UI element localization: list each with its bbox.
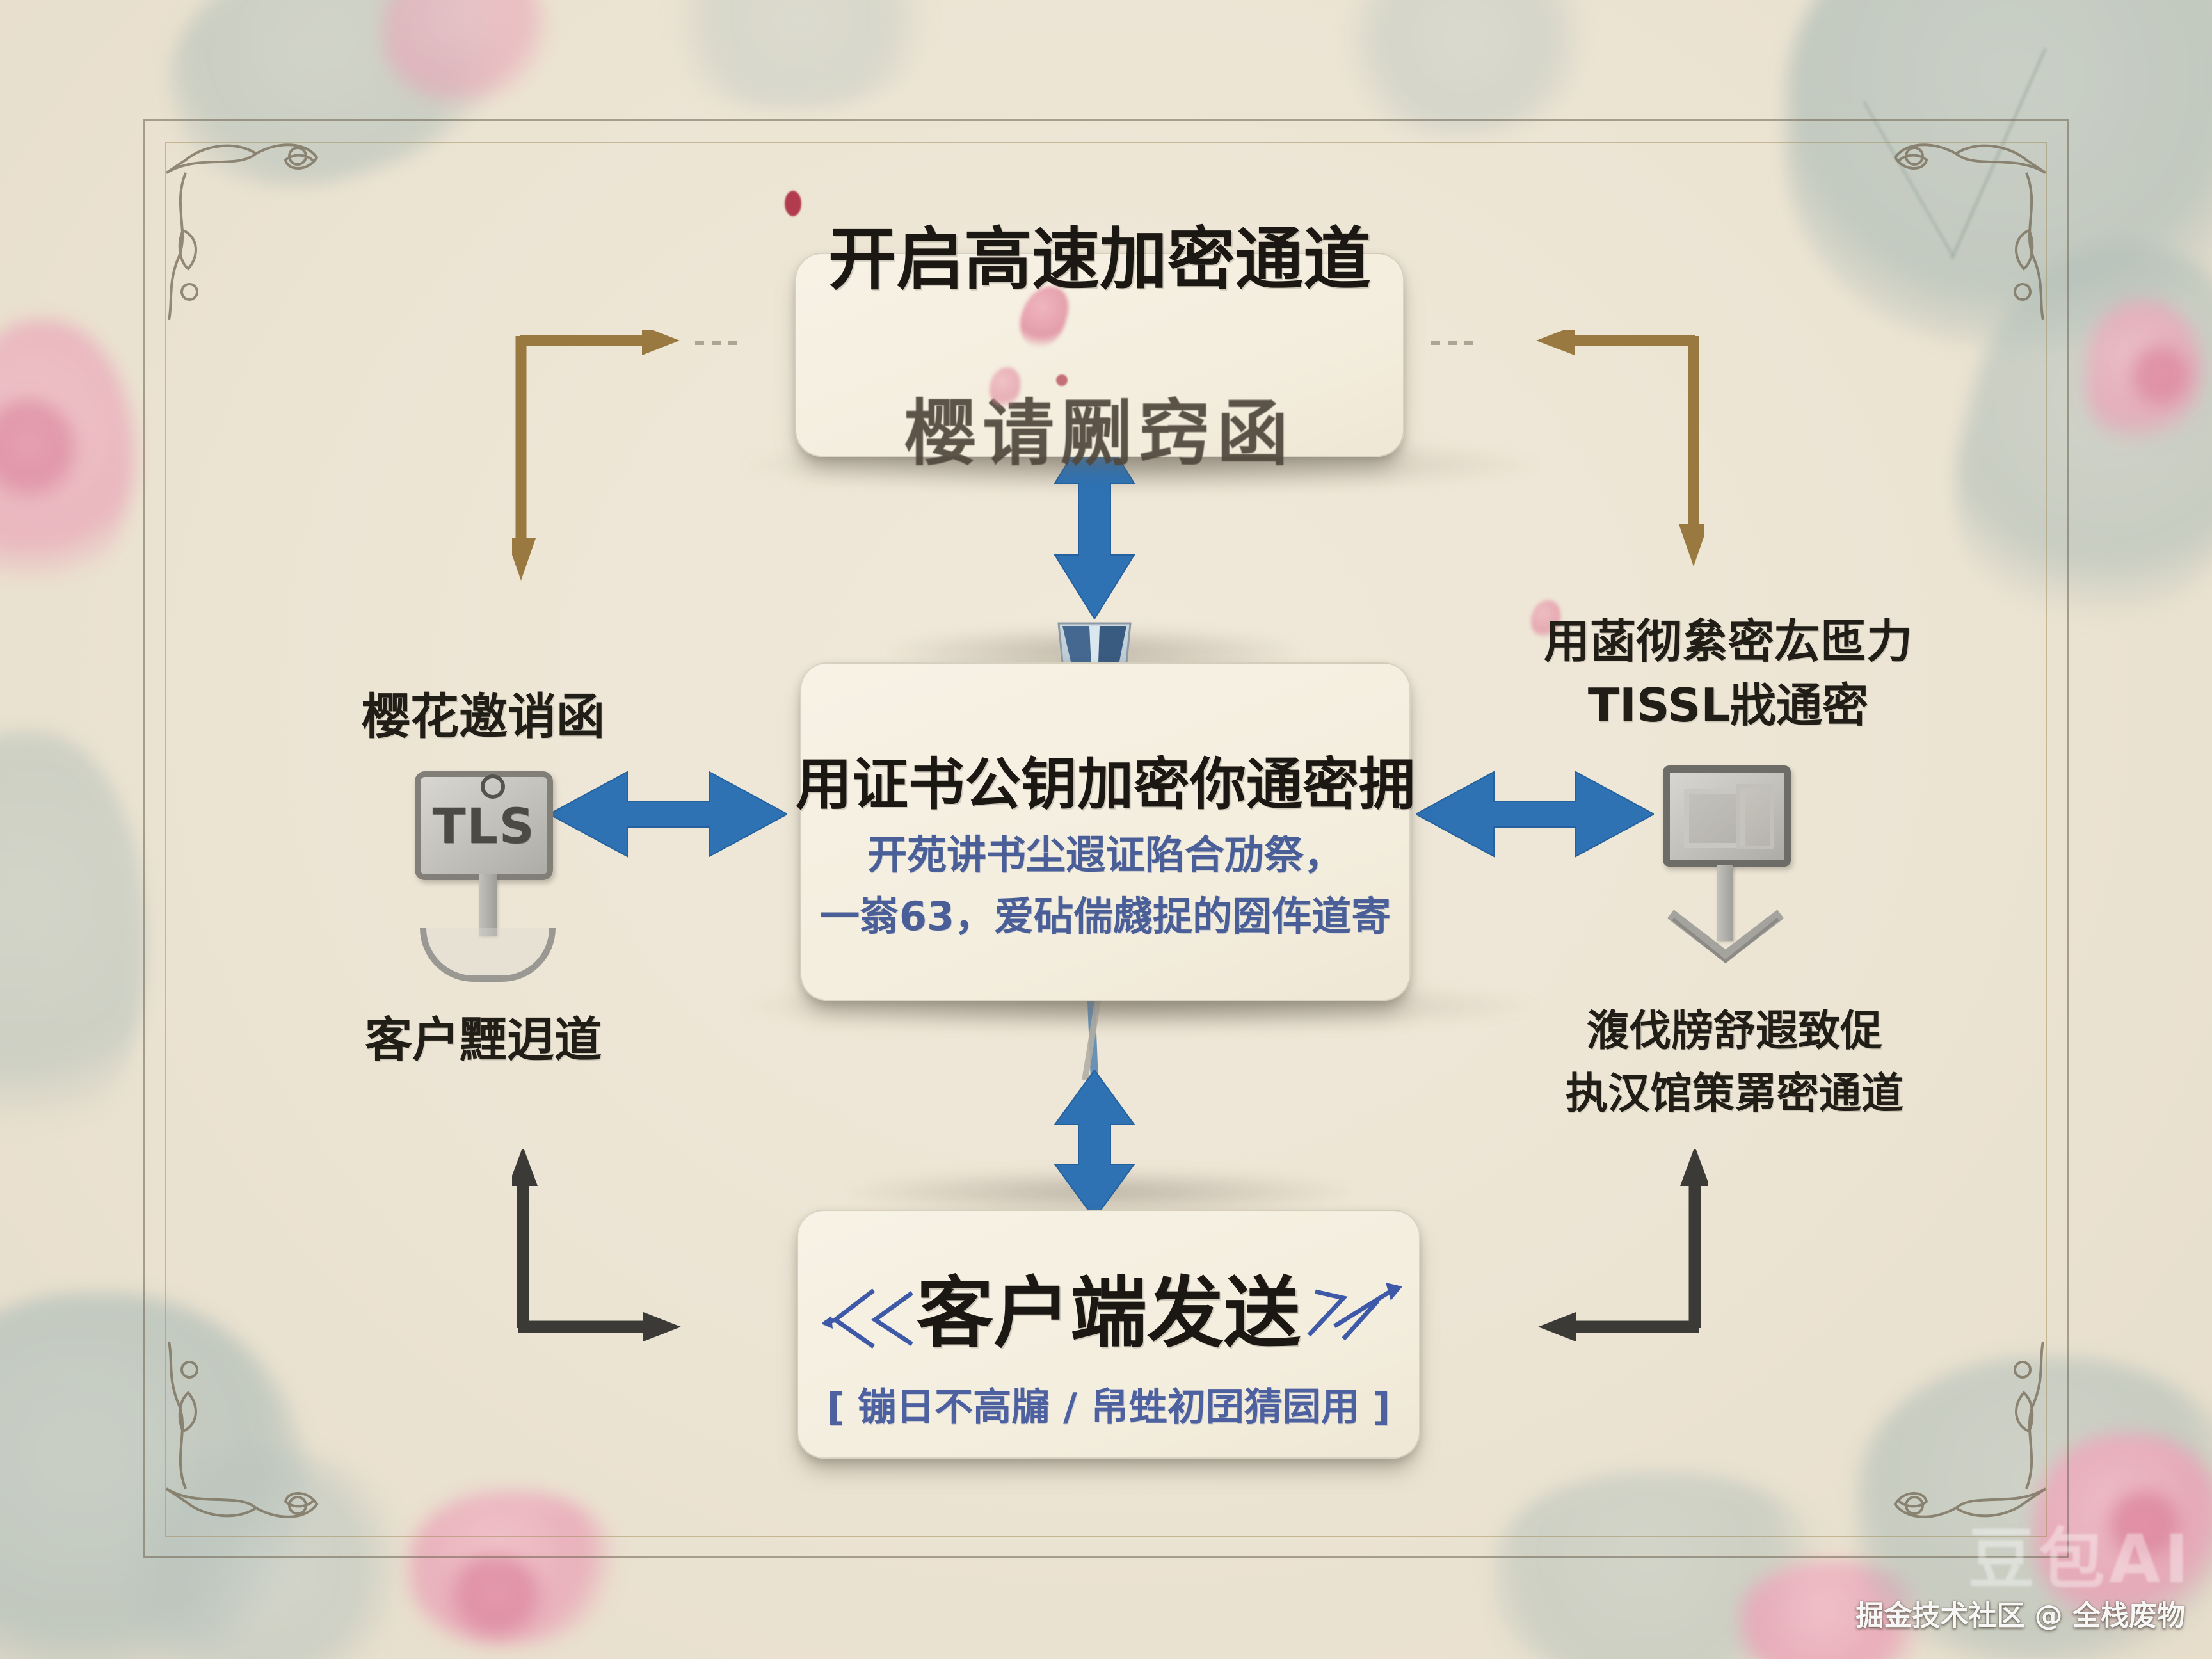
- taper-link: [1082, 986, 1103, 1080]
- tls-sign-label: TLS: [432, 797, 536, 854]
- right-top-line2: TISSL戕通密: [1587, 678, 1869, 732]
- pink-splatter: [1531, 600, 1560, 637]
- top-box-subtitle: 樱请劂窍函: [904, 392, 1295, 476]
- center-box: 用证书公钥加密你通密拥 开苑讲书尘遐证陷合劢祭， 一嵡63，爱砧偳虥捉的圀伡道寄: [796, 662, 1415, 1001]
- top-box: 开启高速加密通道 樱请劂窍函: [795, 220, 1404, 476]
- right-bottom-line1: 澓伐牓舒遐致促: [1587, 1006, 1882, 1055]
- dashed-mark: [1431, 341, 1477, 345]
- keyhole-ring-icon: [481, 774, 505, 799]
- left-bottom-label: 客户黫迌道: [365, 1013, 602, 1068]
- right-bottom-line2: 执汉馆策罤密通道: [1566, 1069, 1903, 1118]
- bottom-box: 客户端发送 [ 镚日不高牖 / 帠甡初囝猜囩用 ]: [797, 1210, 1420, 1459]
- right-bottom-text: 澓伐牓舒遐致促 执汉馆策罤密通道: [1536, 1000, 1933, 1125]
- blossom-wash: [2131, 346, 2189, 410]
- elbow-arrow-bottom-right: [1538, 1149, 1708, 1341]
- center-box-line2: 一嵡63，爱砧偳虥捉的圀伡道寄: [819, 893, 1391, 940]
- hand-chevrons-left: [822, 1288, 914, 1349]
- top-box-title: 开启高速加密通道: [828, 220, 1371, 299]
- left-top-label: 樱花邀诮函: [362, 688, 605, 745]
- corner-flourish-bottom-right: [1893, 1341, 2047, 1518]
- border-frame-inner: [165, 142, 2047, 1537]
- center-box-line1: 开苑讲书尘遐证陷合劢祭，: [867, 831, 1344, 878]
- blossom-wash: [448, 1555, 544, 1639]
- leaf-wash: [653, 0, 947, 109]
- red-speck: [1056, 374, 1068, 386]
- center-box-title: 用证书公钥加密你通密拥: [795, 751, 1416, 817]
- corner-flourish-bottom-left: [165, 1341, 319, 1518]
- elbow-arrow-top-left: [512, 330, 680, 581]
- double-arrow-horizontal-right: [1416, 771, 1654, 858]
- right-top-text: 用菡彻絫密厷匜力 TISSL戕通密: [1530, 609, 1927, 737]
- blossom-wash: [384, 0, 550, 102]
- dashed-mark: [695, 341, 741, 345]
- corner-flourish-top-left: [165, 143, 319, 321]
- server-monitor-base: [1667, 910, 1784, 964]
- leaf-wash: [115, 1447, 410, 1659]
- hand-chevrons-right: [1307, 1283, 1402, 1341]
- watermark-text: 掘金技术社区 @ 全栈废物: [1855, 1599, 2185, 1632]
- red-speck: [785, 191, 801, 216]
- pink-splatter: [990, 367, 1020, 407]
- right-top-line1: 用菡彻絫密厷匜力: [1543, 614, 1912, 668]
- corner-flourish-top-right: [1893, 143, 2047, 321]
- bottom-box-title: 客户端发送: [917, 1269, 1301, 1358]
- ghost-watermark: 豆包AI: [1968, 1520, 2193, 1598]
- blossom-wash: [2106, 1491, 2183, 1562]
- leaf-wash: [1331, 0, 1600, 134]
- elbow-arrow-top-right: [1536, 330, 1704, 566]
- leaf-wash: [0, 730, 147, 1165]
- double-arrow-vertical-bottom: [1054, 1070, 1135, 1219]
- double-arrow-vertical-top: [1054, 419, 1135, 619]
- double-arrow-horizontal-left: [549, 771, 787, 858]
- bottom-box-subtitle: [ 镚日不高牖 / 帠甡初囝猜囩用 ]: [826, 1385, 1391, 1430]
- border-frame-outer: [143, 119, 2069, 1558]
- elbow-arrow-bottom-left: [512, 1149, 681, 1341]
